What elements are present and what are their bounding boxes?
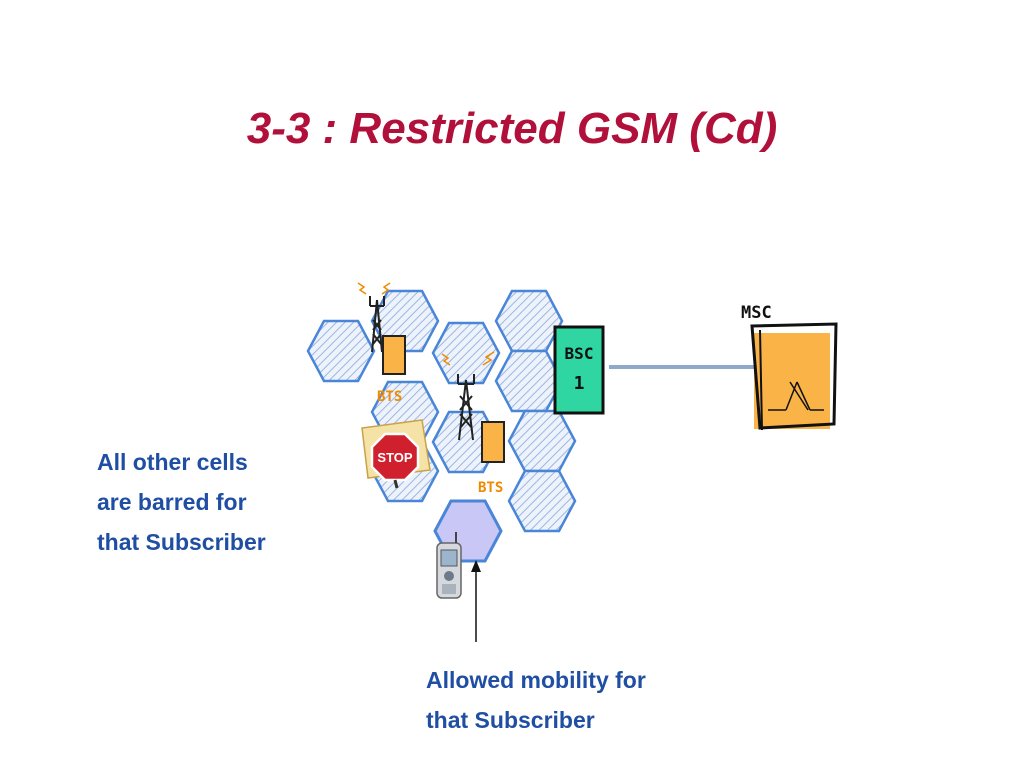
cell [494, 349, 564, 413]
bts-cabinet-icon [481, 421, 505, 463]
msc-switch-icon [750, 322, 838, 431]
slide-title: 3-3 : Restricted GSM (Cd) [246, 104, 778, 153]
stop-sign-icon: STOP [361, 419, 431, 489]
bsc-label: BSC [565, 344, 594, 363]
allowed-mobility-note: Allowed mobility for that Subscriber [426, 660, 646, 740]
stop-sign-label: STOP [377, 450, 412, 465]
cell [494, 289, 564, 353]
cell [431, 321, 501, 385]
cell [306, 319, 376, 383]
note-line: that Subscriber [426, 707, 595, 733]
bts-cabinet-icon [382, 335, 406, 375]
bts-label: BTS [377, 389, 402, 405]
barred-cells-note: All other cells are barred for that Subs… [97, 442, 266, 562]
radio-waves-icon [357, 282, 391, 295]
msc-label: MSC [741, 303, 772, 323]
note-line: All other cells [97, 449, 248, 475]
note-line: Allowed mobility for [426, 667, 646, 693]
cell [507, 469, 577, 533]
note-line: that Subscriber [97, 529, 266, 555]
antenna-tower-icon [369, 296, 385, 353]
mobile-phone-icon [436, 532, 462, 599]
pointer-arrow [471, 560, 481, 642]
bts-label: BTS [478, 480, 503, 496]
bsc-number: 1 [574, 373, 585, 394]
antenna-tower-icon [457, 374, 475, 441]
cell [507, 409, 577, 473]
barred-cells [306, 289, 577, 533]
note-line: are barred for [97, 489, 247, 515]
radio-waves-icon [441, 351, 495, 366]
bsc-box [553, 325, 605, 415]
